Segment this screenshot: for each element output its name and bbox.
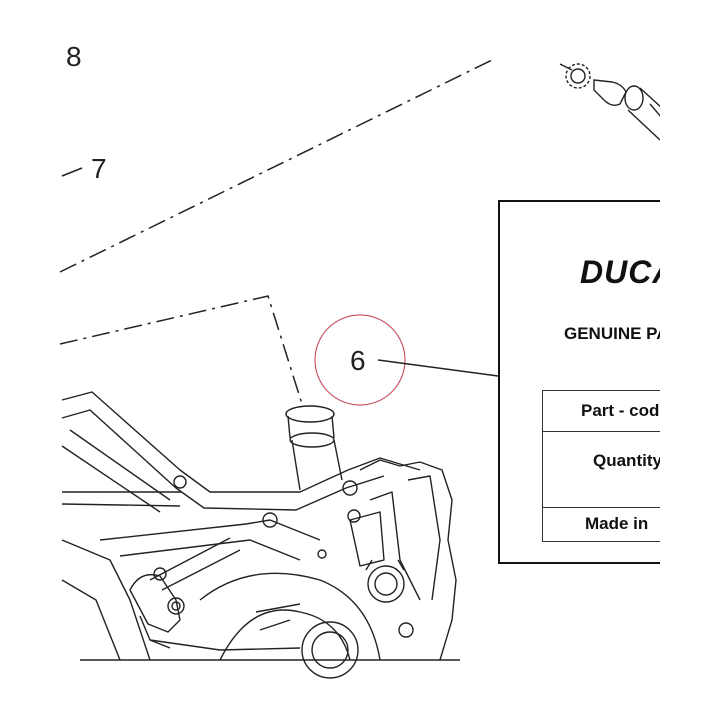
table-row: Part - code [543, 391, 660, 432]
callout-number-7: 7 [91, 153, 107, 184]
leader-line-7 [61, 167, 83, 177]
exploded-diagram: 8 7 6 [59, 41, 660, 679]
genuine-parts-label-card: DUCATI GENUINE PARTS Part - code Quantit… [498, 200, 660, 564]
table-row: Quantity [543, 431, 660, 508]
row-label-made-in: Made in [585, 514, 649, 533]
leader-line-6 [377, 359, 499, 377]
dashdot-line-upper [59, 59, 493, 273]
row-label-quantity: Quantity [593, 451, 660, 470]
hose-clamp-drawing [559, 63, 660, 141]
table-row: Made in [543, 507, 660, 541]
callout-partial-number: 8 [66, 41, 82, 72]
callout-number-6: 6 [350, 345, 366, 376]
row-label-part-code: Part - code [581, 401, 660, 420]
label-info-table: Part - code Quantity Made in [542, 390, 660, 542]
engine-casing-drawing [61, 391, 460, 679]
brand-logo: DUCATI [580, 254, 660, 290]
dashdot-line-lower [59, 295, 303, 405]
callout-highlight-circle [314, 314, 406, 406]
genuine-parts-heading: GENUINE PARTS [564, 324, 660, 343]
diagram-viewport: 8 7 6 [59, 41, 660, 679]
